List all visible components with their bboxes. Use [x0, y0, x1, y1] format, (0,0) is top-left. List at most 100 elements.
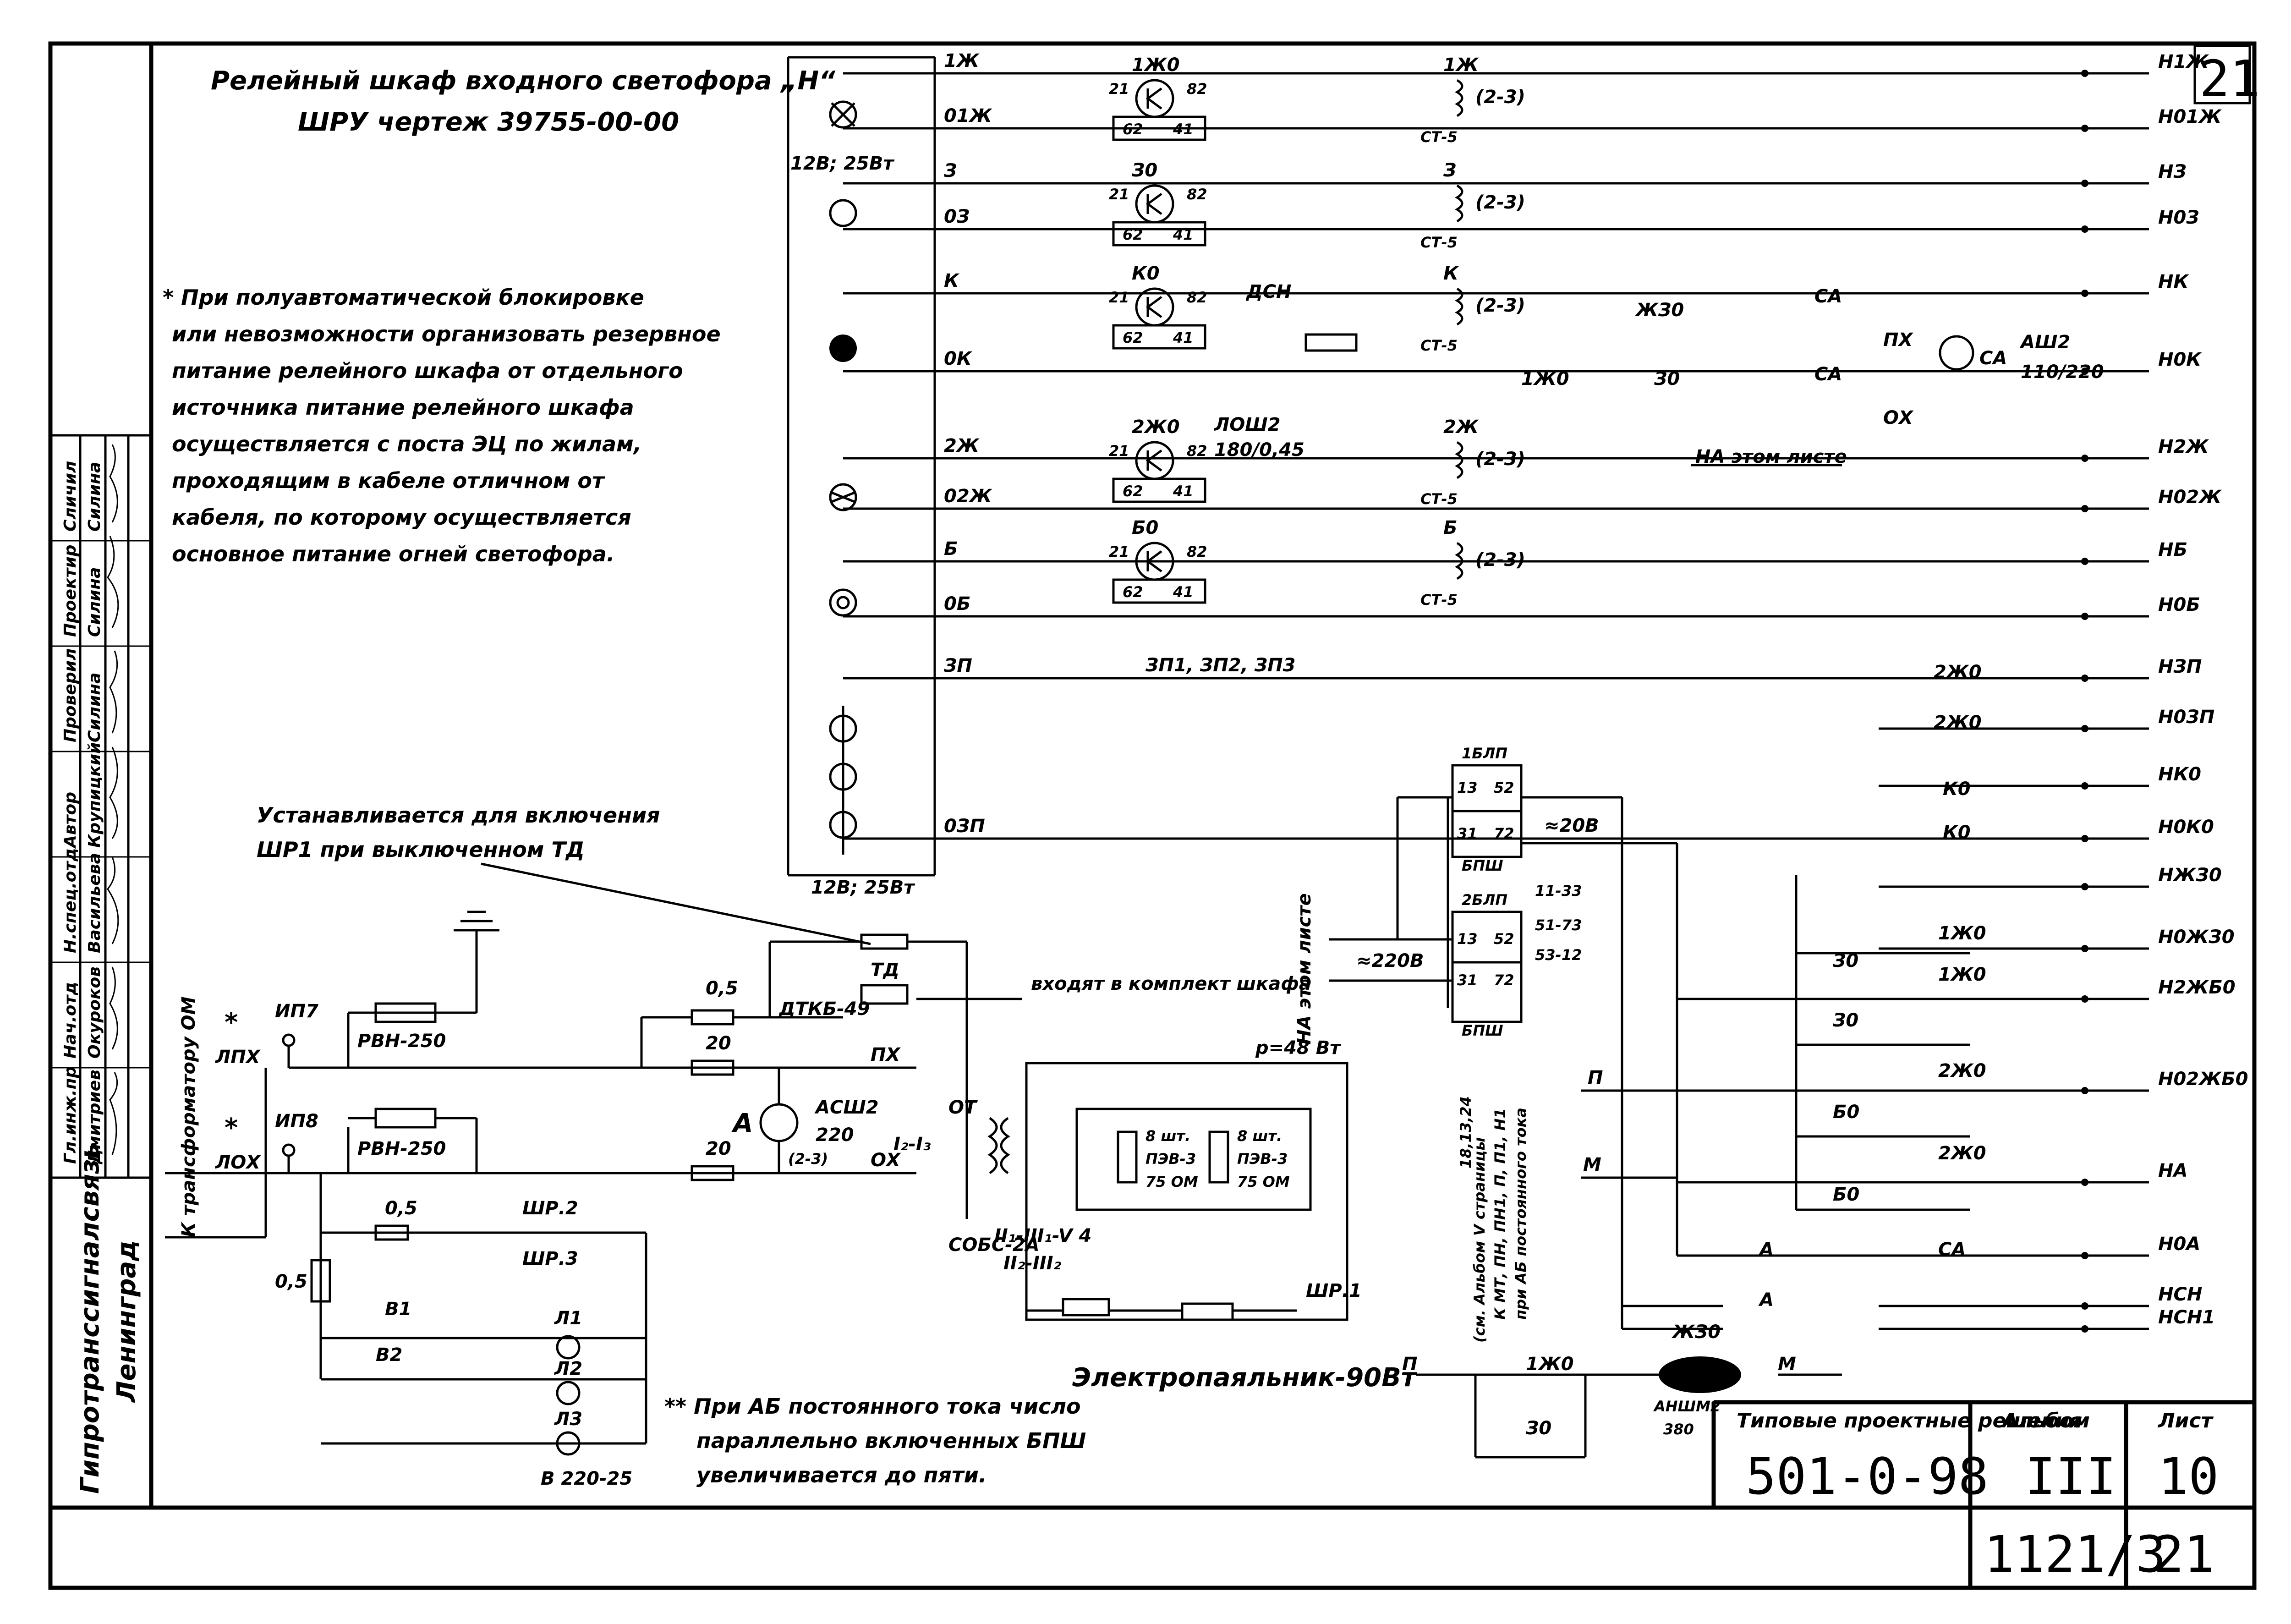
blp2-pin-72: 72 — [1494, 971, 1514, 989]
signal-relay-3-t1: 21 — [1109, 442, 1129, 460]
rvn-1 — [374, 1002, 437, 1023]
feeder-terminal-7 — [2081, 505, 2088, 512]
feeder-left-label-0: 1Ж — [944, 50, 980, 71]
i-label: I₂-I₃ — [893, 1134, 931, 1155]
contact-2zh0-c: 2Ж0 — [1934, 662, 1982, 683]
signal-trans-2-type: СТ-5 — [1420, 337, 1458, 354]
feeder-terminal-10 — [2081, 675, 2088, 682]
sa-relay-name: СА — [1979, 348, 2007, 369]
feeder-right-label-3: Н0З — [2158, 207, 2199, 228]
lamp-l2-label: Л2 — [554, 1358, 582, 1379]
contact-1zh0-b: 1Ж0 — [1938, 964, 1986, 985]
signal-trans-4-ratio: (2-3) — [1475, 549, 1525, 571]
blp-pin-31: 31 — [1457, 825, 1478, 842]
green-lamp-icon — [829, 199, 857, 227]
stamp-role-1: Гл.инж.пр — [61, 1066, 80, 1164]
feeder-right-label-15: Н0ЖЗ0 — [2158, 927, 2235, 948]
feeder-terminal-4 — [2081, 290, 2088, 297]
approval-stamp: Гл.инж.пр Нач.отд Н.спец.отд Автор Прове… — [61, 444, 199, 1494]
signal-relay-0-name: 1Ж0 — [1132, 55, 1180, 76]
feeder-terminal-13 — [2081, 835, 2088, 842]
px-label: ПХ — [871, 1044, 901, 1065]
heater-p: П — [1402, 1354, 1417, 1375]
asch-relay-a-icon — [759, 1103, 799, 1142]
feeder-terminal-20 — [2081, 1302, 2088, 1310]
signal-relay-4-t1: 21 — [1109, 543, 1129, 560]
lpx-star: * — [225, 1008, 238, 1037]
signal-relay-2-name: К0 — [1132, 263, 1160, 284]
signal-relay-1-base — [1112, 221, 1206, 247]
feeder-right-label-20: НСН — [2158, 1284, 2202, 1305]
bottom-sheet: 21 — [2154, 1525, 2214, 1584]
signal-lamps: 12В; 25Вт 12В; 25Вт — [787, 56, 936, 898]
signal-relay-0-icon — [1135, 79, 1174, 118]
signal-relay-0-base — [1112, 115, 1206, 141]
signal-relay-3-icon — [1135, 441, 1174, 480]
contact-k0-a: К0 — [1943, 779, 1971, 800]
signal-trans-1-type: СТ-5 — [1420, 234, 1458, 251]
contact-1zh0-k: 1Ж0 — [1521, 368, 1569, 390]
res-count-2: 8 шт. — [1237, 1127, 1282, 1145]
signature-6 — [107, 536, 119, 628]
side-note-top: 18,13,24 — [1457, 1096, 1474, 1169]
signal-relay-0-t2: 82 — [1187, 80, 1207, 98]
signal-trans-1-ratio: (2-3) — [1475, 192, 1525, 213]
signature-1 — [109, 1072, 118, 1155]
lamp-l2-icon — [556, 1381, 581, 1405]
drawing-title-line1: Релейный шкаф входного светофора „Н“ — [211, 66, 836, 96]
signal-relay-1-name: З0 — [1131, 160, 1157, 181]
lamp-l3-label: Л3 — [554, 1409, 582, 1430]
feeder-right-label-11: Н0ЗП — [2158, 707, 2214, 728]
contact-sa-a: СА — [1814, 286, 1842, 307]
heater-m: М — [1778, 1354, 1796, 1375]
footnote-ab-line-3: увеличивается до пяти. — [696, 1463, 987, 1487]
contact-network: П М 1Ж0 З0 1Ж0 З0 2Ж0 Б0 2Ж0 Б0 А СА А К… — [1447, 286, 2104, 1330]
fuse-20-label: 20 — [706, 1033, 731, 1054]
signal-relay-2-t2: 82 — [1187, 289, 1207, 306]
winding-1: II₁-III₁-V 4 — [994, 1225, 1091, 1246]
contact-z0-a: З0 — [1832, 950, 1858, 971]
feeder-terminal-9 — [2081, 613, 2088, 620]
res-ohm-2: 75 ОМ — [1237, 1173, 1290, 1191]
resistor-power: р=48 Вт — [1255, 1037, 1342, 1059]
install-note: Устанавливается для включения ШР1 при вы… — [257, 803, 871, 945]
contact-ox: ОХ — [1883, 407, 1914, 428]
shr3-label: ШР.3 — [522, 1248, 578, 1269]
ot-label: ОТ — [948, 1097, 978, 1118]
signal-trans-0-ratio: (2-3) — [1475, 87, 1525, 108]
contact-px: ПХ — [1883, 329, 1913, 351]
signature-7 — [109, 444, 118, 523]
zp-label: ЗП1, ЗП2, ЗП3 — [1145, 655, 1295, 676]
footnote-line-5: осуществляется с поста ЭЦ по жилам, — [172, 432, 641, 456]
feeder-right-label-1: Н01Ж — [2158, 106, 2222, 127]
signal-relay-2-t4: 41 — [1173, 329, 1194, 346]
sheet-value: 10 — [2158, 1447, 2219, 1506]
feeder-left-label-8: Б — [944, 538, 958, 560]
ox-label: ОХ — [871, 1150, 901, 1171]
yellow-lamp-2-icon — [829, 483, 857, 511]
bottom-code: 1121/3 — [1984, 1525, 2166, 1584]
contact-2zh0-d: 2Ж0 — [1934, 712, 1982, 733]
footnote-semi-auto: * При полуавтоматической блокировке или … — [163, 285, 721, 566]
install-note-line-1: Устанавливается для включения — [257, 803, 660, 828]
stamp-name-5: Силина — [85, 673, 104, 742]
feeder-terminal-17 — [2081, 1087, 2088, 1094]
signal-relay-4-diode — [1146, 550, 1162, 573]
red-lamp-icon — [829, 335, 857, 362]
contact-sa-1: СА — [1938, 1239, 1966, 1260]
feeder-terminal-1 — [2081, 125, 2088, 132]
feeder-terminal-21 — [2081, 1325, 2088, 1333]
blp2-pin-13: 13 — [1457, 930, 1478, 948]
contact-sa-b: СА — [1814, 364, 1842, 385]
feed-p: П — [1588, 1067, 1603, 1088]
signal-relay-1-t3: 62 — [1123, 226, 1143, 243]
switch-v2-label: В2 — [376, 1344, 402, 1366]
feeder-terminal-15 — [2081, 945, 2088, 952]
heater-label: Электропаяльник-90Вт — [1072, 1363, 1418, 1393]
lamp-voltage: В 220-25 — [541, 1468, 632, 1489]
feeder-right-label-16: Н2ЖБ0 — [2158, 977, 2236, 998]
stamp-role-6: Проектир — [61, 545, 80, 637]
footnote-line-3: питание релейного шкафа от отдельного — [172, 358, 683, 383]
titles: Релейный шкаф входного светофора „Н“ ШРУ… — [211, 66, 836, 137]
